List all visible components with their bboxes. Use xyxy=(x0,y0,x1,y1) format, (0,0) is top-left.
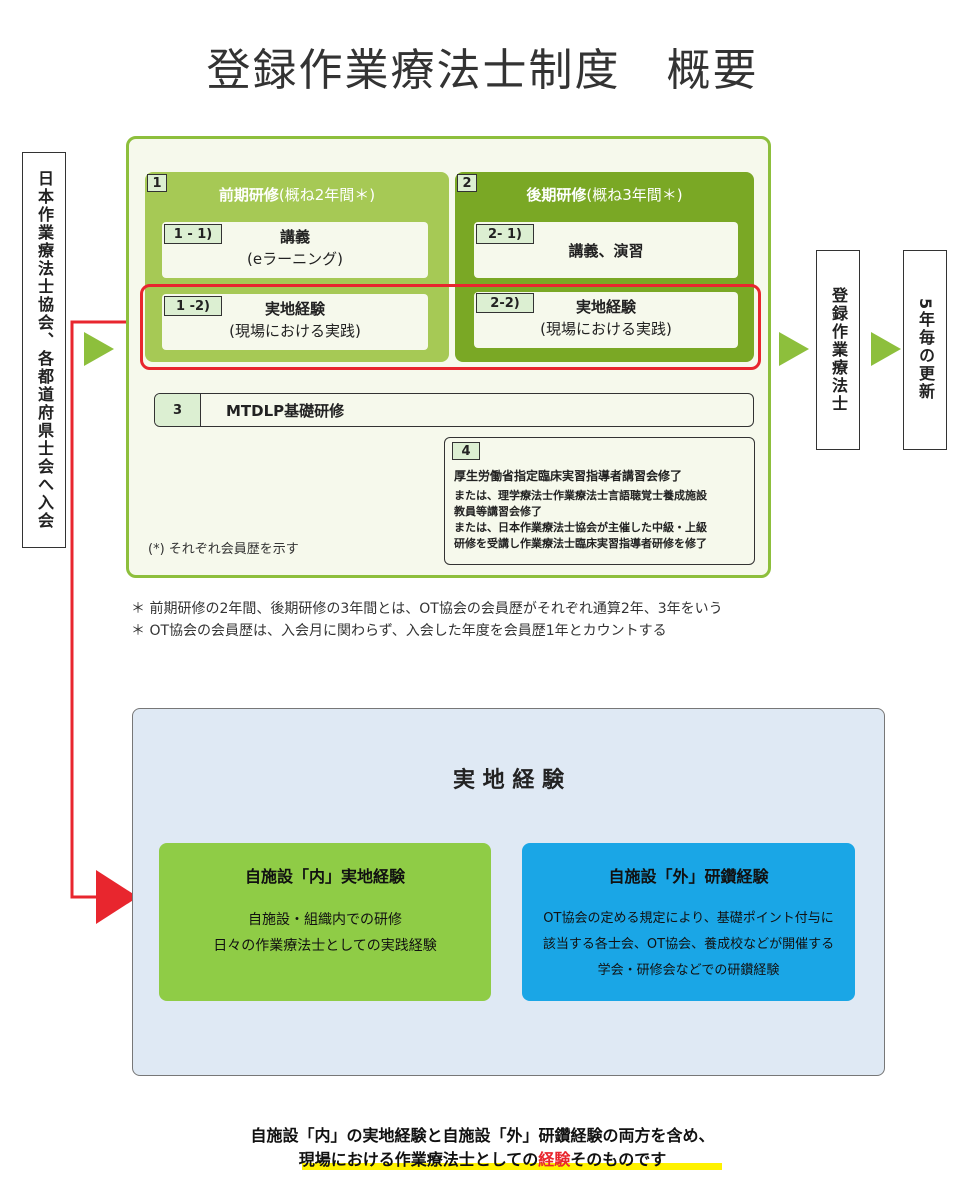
membership-label: 日本作業療法士協会、各都道府県士会へ入会 xyxy=(35,170,54,530)
practice-text-2: 実地経験 (現場における実践) xyxy=(540,298,672,338)
registered-ot-box: 登録作業療法士 xyxy=(816,250,860,450)
early-training-heading: 前期研修(概ね2年間＊) xyxy=(218,186,376,204)
red-connector-line xyxy=(70,320,141,899)
section1-number: 1 xyxy=(147,174,167,192)
lecture-exercise-text: 講義、演習 xyxy=(568,242,644,260)
item-1-2-tag: 1 -2) xyxy=(164,296,222,316)
external-experience-card xyxy=(522,843,855,1001)
internal-experience-title: 自施設「内」実地経験 xyxy=(244,867,405,886)
section2-number: 2 xyxy=(457,174,477,192)
arrow-right-icon xyxy=(871,332,901,366)
item-2-1-tag: 2- 1) xyxy=(476,224,534,244)
section3-number: 3 xyxy=(155,394,201,426)
renewal-box: 5年毎の更新 xyxy=(903,250,947,450)
summary-emphasis: 経験 xyxy=(538,1150,571,1169)
practice-text-1: 実地経験 (現場における実践) xyxy=(229,300,361,340)
page-title: 登録作業療法士制度 概要 xyxy=(206,45,759,96)
summary-highlight xyxy=(302,1163,722,1170)
item-1-1-tag: 1 - 1) xyxy=(164,224,222,244)
item-2-2-tag: 2-2) xyxy=(476,293,534,313)
supervisor-text: 厚生労働省指定臨床実習指導者講習会修了 または、理学療法士作業療法士言語聴覚士養… xyxy=(454,469,707,550)
arrow-right-icon xyxy=(84,332,114,366)
red-arrow-icon xyxy=(96,870,138,924)
practice-detail-title: 実 地 経 験 xyxy=(453,768,564,793)
summary-line-1: 自施設「内」の実地経験と自施設「外」研鑽経験の両方を含め、 xyxy=(250,1126,715,1145)
internal-experience-card xyxy=(159,843,491,1001)
mtdlp-box xyxy=(154,393,754,427)
external-experience-title: 自施設「外」研鑽経験 xyxy=(608,867,769,886)
external-experience-body: OT協会の定める規定により、基礎ポイント付与に 該当する各士会、OT協会、養成校… xyxy=(542,911,835,978)
internal-experience-body: 自施設・組織内での研修 日々の作業療法士としての実践経験 xyxy=(213,912,437,954)
mtdlp-label: MTDLP基礎研修 xyxy=(226,402,345,420)
arrow-right-icon xyxy=(779,332,809,366)
supervisor-box xyxy=(444,437,755,565)
practice-highlight-frame xyxy=(140,284,761,370)
footnote-1: ＊ 前期研修の2年間、後期研修の3年間とは、OT協会の会員歴がそれぞれ通算2年、… xyxy=(131,601,723,617)
membership-note: (*) それぞれ会員歴を示す xyxy=(148,542,299,557)
membership-box: 日本作業療法士協会、各都道府県士会へ入会 xyxy=(22,152,66,548)
footnote-2: ＊ OT協会の会員歴は、入会月に関わらず、入会した年度を会員歴1年とカウントする xyxy=(131,623,667,639)
renewal-label: 5年毎の更新 xyxy=(916,298,935,402)
registered-ot-label: 登録作業療法士 xyxy=(829,287,848,413)
summary-line-2: 現場における作業療法士としての経験そのものです xyxy=(298,1150,667,1169)
section4-number: 4 xyxy=(452,442,480,460)
late-training-heading: 後期研修(概ね3年間＊) xyxy=(526,186,683,204)
lecture-text: 講義 (eラーニング) xyxy=(247,228,343,268)
